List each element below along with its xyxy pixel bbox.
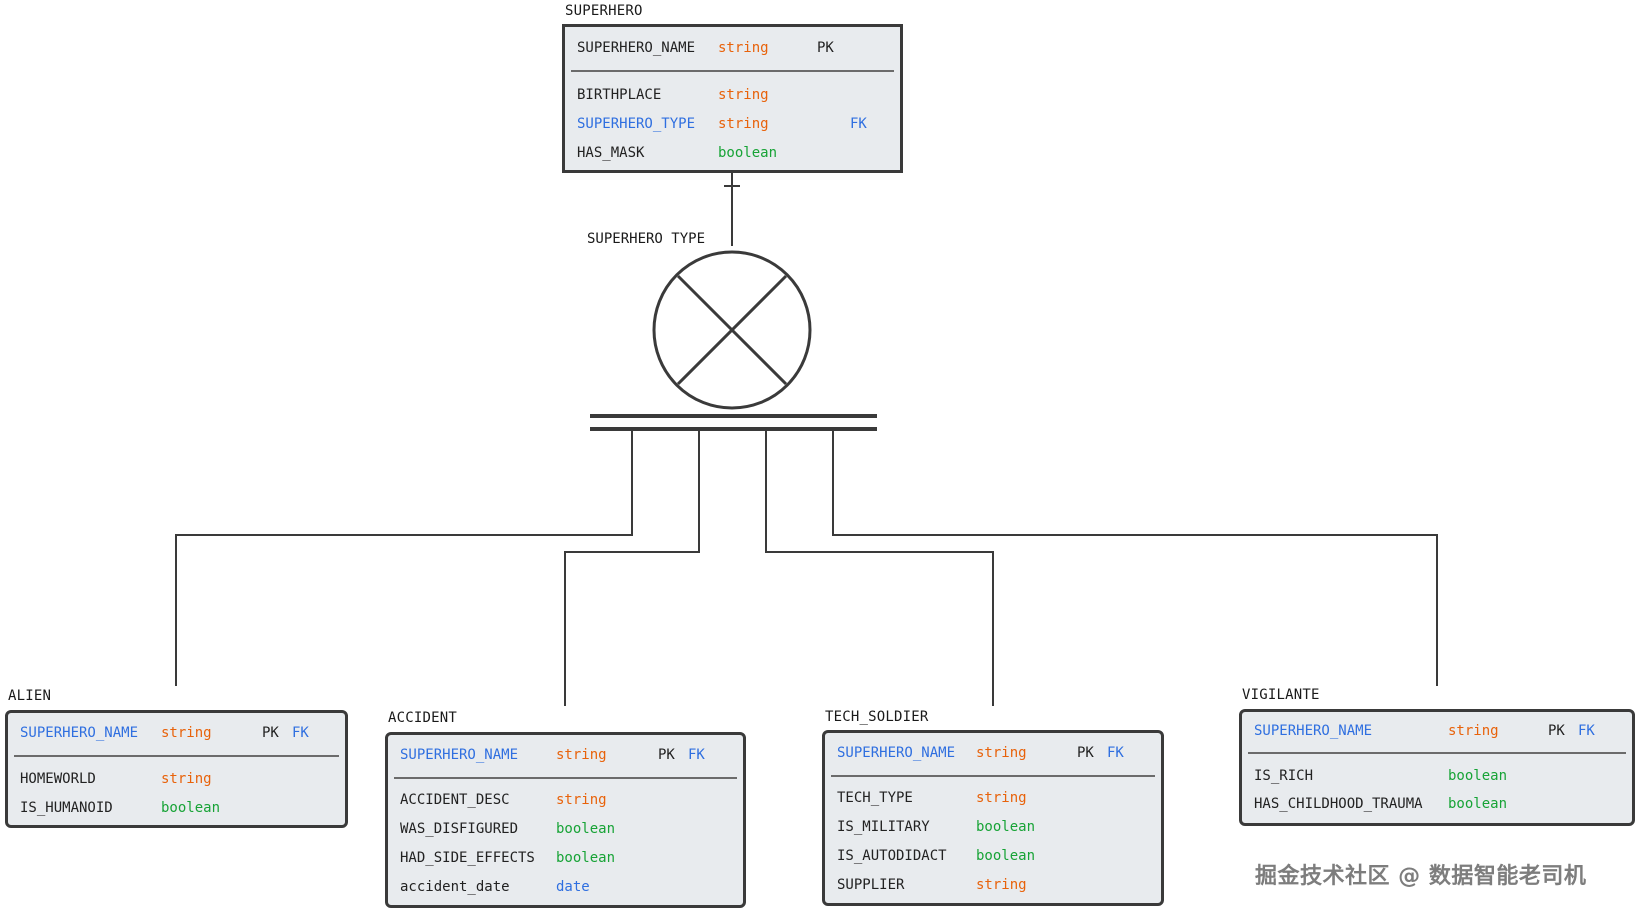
- column-type: string: [161, 771, 212, 787]
- primary-key-separator: [571, 70, 894, 72]
- vigilante-row-has-childhood-trauma: HAS_CHILDHOOD_TRAUMA boolean: [1242, 796, 1632, 816]
- column-name: TECH_TYPE: [837, 790, 913, 806]
- column-type: boolean: [976, 819, 1036, 835]
- connector-accident: [564, 431, 700, 706]
- column-name: IS_MILITARY: [837, 819, 930, 835]
- vigilante-row-is-rich: IS_RICH boolean: [1242, 768, 1632, 788]
- column-type: string: [556, 792, 607, 808]
- accident-entity-title: ACCIDENT: [388, 710, 458, 726]
- column-type: boolean: [556, 850, 616, 866]
- column-name: SUPERHERO_TYPE: [577, 116, 696, 132]
- superhero-row-has-mask: HAS_MASK boolean: [565, 145, 900, 165]
- column-name: ACCIDENT_DESC: [400, 792, 510, 808]
- column-type: boolean: [161, 800, 221, 816]
- pk-marker: PK: [1077, 745, 1094, 761]
- tech-soldier-entity-title: TECH_SOLDIER: [825, 709, 929, 725]
- column-name: SUPPLIER: [837, 877, 905, 893]
- column-name: BIRTHPLACE: [577, 87, 662, 103]
- column-type: string: [718, 40, 769, 56]
- alien-entity-title: ALIEN: [8, 688, 52, 704]
- superhero-row-birthplace: BIRTHPLACE string: [565, 87, 900, 107]
- accident-entity[interactable]: SUPERHERO_NAME string PK FK ACCIDENT_DES…: [385, 732, 746, 908]
- tech-soldier-row-is-military: IS_MILITARY boolean: [825, 819, 1161, 839]
- accident-row-had-side-effects: HAD_SIDE_EFFECTS boolean: [388, 850, 743, 870]
- fk-marker: FK: [1578, 723, 1595, 739]
- primary-key-separator: [394, 777, 737, 779]
- column-type: string: [976, 745, 1027, 761]
- column-name: HAD_SIDE_EFFECTS: [400, 850, 535, 866]
- column-type: boolean: [718, 145, 778, 161]
- pk-marker: PK: [262, 725, 279, 741]
- column-type: string: [556, 747, 607, 763]
- column-name: IS_RICH: [1254, 768, 1314, 784]
- column-name: WAS_DISFIGURED: [400, 821, 519, 837]
- accident-row-was-disfigured: WAS_DISFIGURED boolean: [388, 821, 743, 841]
- vigilante-entity-title: VIGILANTE: [1242, 687, 1320, 703]
- column-name: SUPERHERO_NAME: [400, 747, 519, 763]
- connector-alien: [175, 431, 633, 686]
- watermark-text: 掘金技术社区 @ 数据智能老司机: [1255, 864, 1587, 889]
- column-type: date: [556, 879, 590, 895]
- column-name: SUPERHERO_NAME: [20, 725, 139, 741]
- alien-row-homeworld: HOMEWORLD string: [8, 771, 345, 791]
- tech-soldier-entity[interactable]: SUPERHERO_NAME string PK FK TECH_TYPE st…: [822, 730, 1164, 906]
- tech-soldier-row-tech-type: TECH_TYPE string: [825, 790, 1161, 810]
- primary-key-separator: [831, 775, 1155, 777]
- fk-marker: FK: [1107, 745, 1124, 761]
- subtype-label: SUPERHERO TYPE: [587, 231, 706, 247]
- column-type: string: [718, 87, 769, 103]
- column-name: SUPERHERO_NAME: [577, 40, 696, 56]
- alien-row-superhero-name: SUPERHERO_NAME string PK FK: [8, 725, 345, 745]
- column-type: string: [718, 116, 769, 132]
- column-name: SUPERHERO_NAME: [1254, 723, 1373, 739]
- column-name: IS_AUTODIDACT: [837, 848, 947, 864]
- superhero-entity-title: SUPERHERO: [565, 3, 643, 19]
- pk-marker: PK: [1548, 723, 1565, 739]
- column-name: accident_date: [400, 879, 510, 895]
- fk-marker: FK: [850, 116, 867, 132]
- alien-row-is-humanoid: IS_HUMANOID boolean: [8, 800, 345, 820]
- alien-entity[interactable]: SUPERHERO_NAME string PK FK HOMEWORLD st…: [5, 710, 348, 828]
- superhero-row-superhero-type: SUPERHERO_TYPE string FK: [565, 116, 900, 136]
- column-type: boolean: [1448, 768, 1508, 784]
- column-type: string: [976, 877, 1027, 893]
- connector-tech-soldier: [765, 431, 994, 706]
- column-name: IS_HUMANOID: [20, 800, 113, 816]
- vigilante-row-superhero-name: SUPERHERO_NAME string PK FK: [1242, 723, 1632, 743]
- column-type: string: [1448, 723, 1499, 739]
- superhero-row-superhero-name: SUPERHERO_NAME string PK: [565, 40, 900, 60]
- primary-key-separator: [1248, 752, 1626, 754]
- pk-marker: PK: [817, 40, 834, 56]
- vigilante-entity[interactable]: SUPERHERO_NAME string PK FK IS_RICH bool…: [1239, 709, 1635, 826]
- accident-row-accident-date: accident_date date: [388, 879, 743, 899]
- tech-soldier-row-superhero-name: SUPERHERO_NAME string PK FK: [825, 745, 1161, 765]
- column-type: boolean: [556, 821, 616, 837]
- accident-row-accident-desc: ACCIDENT_DESC string: [388, 792, 743, 812]
- pk-marker: PK: [658, 747, 675, 763]
- fk-marker: FK: [688, 747, 705, 763]
- superhero-entity[interactable]: SUPERHERO_NAME string PK BIRTHPLACE stri…: [562, 24, 903, 173]
- column-type: string: [976, 790, 1027, 806]
- accident-row-superhero-name: SUPERHERO_NAME string PK FK: [388, 747, 743, 767]
- column-type: boolean: [976, 848, 1036, 864]
- column-type: boolean: [1448, 796, 1508, 812]
- column-name: HAS_CHILDHOOD_TRAUMA: [1254, 796, 1423, 812]
- column-name: SUPERHERO_NAME: [837, 745, 956, 761]
- column-type: string: [161, 725, 212, 741]
- primary-key-separator: [14, 755, 339, 757]
- fk-marker: FK: [292, 725, 309, 741]
- connector-vigilante: [832, 431, 1438, 686]
- tech-soldier-row-is-autodidact: IS_AUTODIDACT boolean: [825, 848, 1161, 868]
- column-name: HAS_MASK: [577, 145, 645, 161]
- column-name: HOMEWORLD: [20, 771, 96, 787]
- tech-soldier-row-supplier: SUPPLIER string: [825, 877, 1161, 897]
- subtype-symbol: [652, 250, 812, 410]
